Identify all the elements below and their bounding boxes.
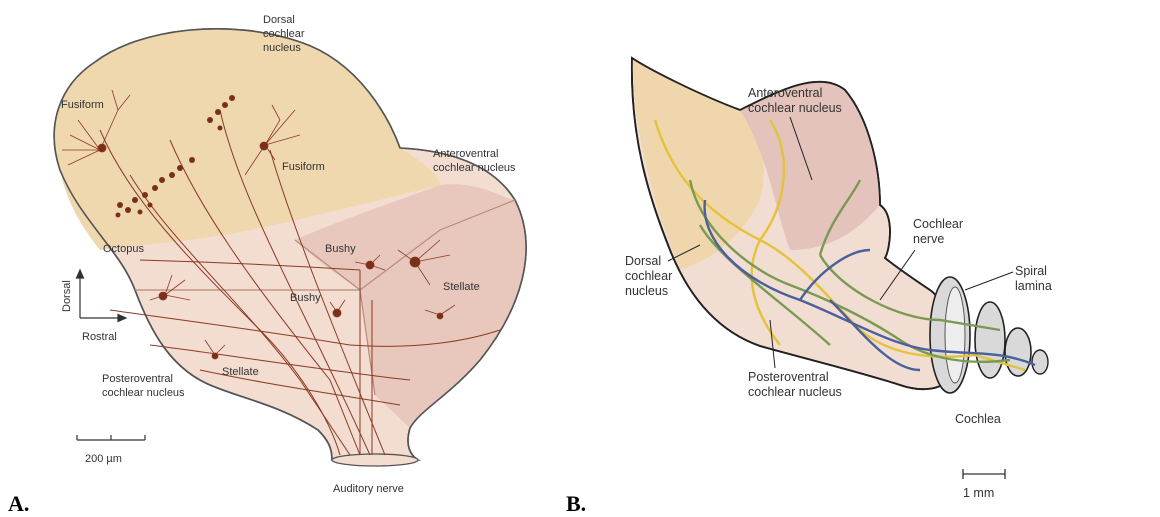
leader-spiral-lamina [965,272,1013,290]
label-stellate-2: Stellate [222,366,259,378]
label-fusiform-1: Fusiform [61,99,104,111]
label-b-cochlea: Cochlea [955,412,1001,426]
auditory-nerve-ellipse [332,454,418,466]
orientation-axes [77,270,127,322]
label-posteroventral: Posteroventral cochlear nucleus [102,373,185,399]
label-axis-rostral: Rostral [82,331,117,343]
label-bushy-2: Bushy [290,292,321,304]
label-auditory-nerve: Auditory nerve [333,483,404,495]
scale-bar-b [963,469,1005,479]
label-stellate-1: Stellate [443,281,480,293]
panel-a-letter: A. [8,491,29,516]
label-scale-b: 1 mm [963,486,994,500]
label-bushy-1: Bushy [325,243,356,255]
cochlea [930,277,1048,393]
panel-b-letter: B. [566,491,586,516]
panel-b: Anteroventral cochlear nucleus Dorsal co… [566,58,1052,516]
label-octopus: Octopus [103,243,144,255]
scale-bar-a [77,435,145,440]
label-fusiform-2: Fusiform [282,161,325,173]
label-b-spiral-lamina: Spiral lamina [1015,264,1052,293]
label-scale-a: 200 µm [85,453,122,465]
label-axis-dorsal: Dorsal [61,280,73,312]
label-b-posteroventral: Posteroventral cochlear nucleus [748,370,842,399]
label-b-cochlear-nerve: Cochlear nerve [913,217,967,246]
panel-a: Dorsal cochlear nucleus Fusiform Fusifor… [8,14,526,516]
